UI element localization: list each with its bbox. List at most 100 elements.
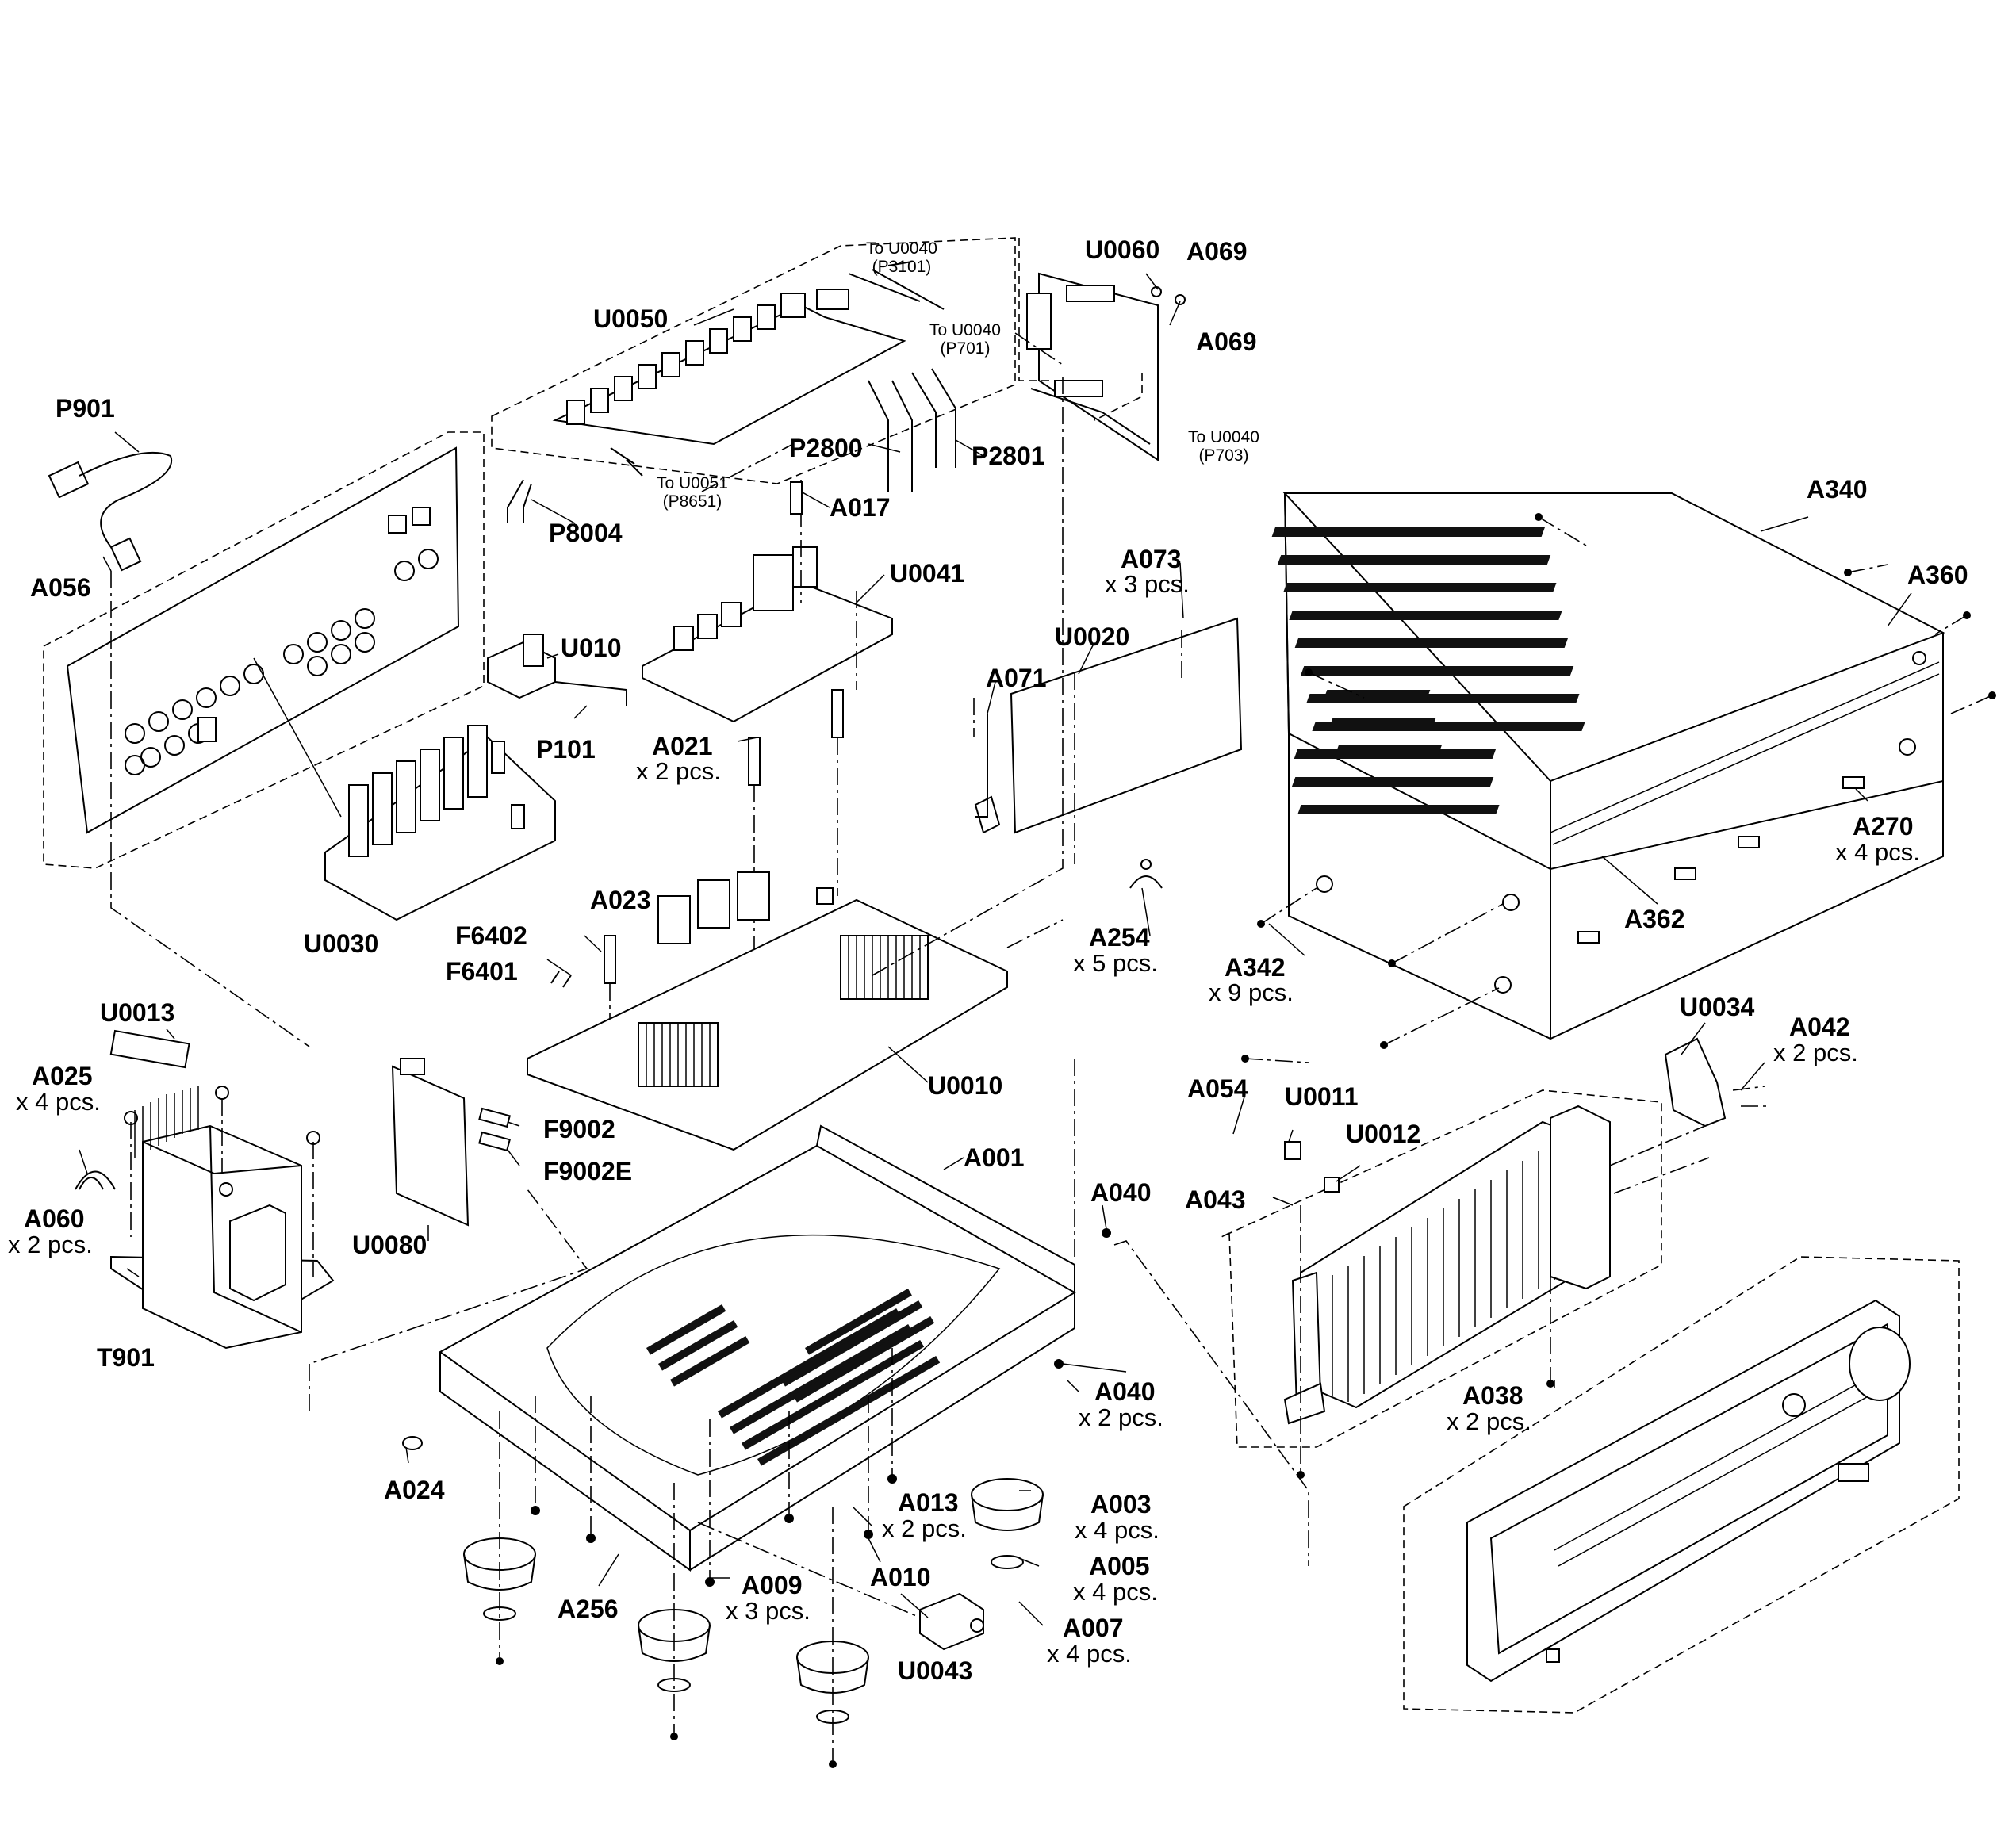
- u0030-jacks: [348, 725, 525, 857]
- cover-vents: [1271, 527, 1585, 814]
- top-cover-a340: [1271, 492, 1945, 1040]
- transformer-fins: [134, 1086, 199, 1158]
- callout-a270-qty: x 4 pcs.: [1835, 838, 1920, 866]
- callout-p2801: P2801: [972, 442, 1045, 470]
- callout-a040-2: A040: [1094, 1377, 1156, 1406]
- callout-a042: A042: [1789, 1013, 1850, 1041]
- note-to-p701: To U0040 (P701): [929, 321, 1001, 358]
- callout-a340: A340: [1807, 475, 1868, 504]
- callout-a001: A001: [964, 1143, 1025, 1172]
- note-line2: (P703): [1198, 446, 1249, 465]
- callout-a073: A073: [1121, 545, 1182, 573]
- rear-panel: [43, 431, 485, 869]
- callout-p901: P901: [56, 394, 115, 423]
- callout-a007: A007: [1063, 1614, 1124, 1642]
- callout-a021: A021: [652, 732, 713, 760]
- board-u0030: [253, 657, 556, 921]
- callout-a013: A013: [898, 1488, 959, 1517]
- note-line2: (P8651): [662, 492, 722, 511]
- callout-u0043: U0043: [898, 1656, 973, 1685]
- guide-lines: [309, 261, 1309, 1566]
- callout-a342-qty: x 9 pcs.: [1209, 978, 1294, 1006]
- callout-u0011: U0011: [1285, 1082, 1359, 1111]
- callout-f9002: F9002: [543, 1115, 615, 1143]
- callout-a010: A010: [870, 1563, 931, 1591]
- chassis-vents: [646, 1289, 941, 1466]
- callout-a060-qty: x 2 pcs.: [8, 1231, 93, 1258]
- callout-a060: A060: [24, 1204, 85, 1233]
- note-line1: To U0051: [657, 474, 728, 492]
- chassis-screws: [402, 1228, 1111, 1768]
- callout-p2800: P2800: [789, 434, 863, 462]
- callout-a040: A040: [1090, 1178, 1152, 1207]
- callout-t901: T901: [97, 1343, 155, 1372]
- callout-a013-qty: x 2 pcs.: [882, 1514, 967, 1542]
- callout-a254-qty: x 5 pcs.: [1073, 949, 1158, 977]
- board-u0010: [527, 871, 1008, 1151]
- callout-a254: A254: [1089, 923, 1150, 952]
- callout-a009-qty: x 3 pcs.: [726, 1597, 811, 1625]
- callout-u0020: U0020: [1055, 622, 1130, 651]
- callout-a038-qty: x 2 pcs.: [1447, 1407, 1531, 1435]
- callout-a005: A005: [1089, 1552, 1150, 1580]
- callout-u0050: U0050: [593, 304, 669, 333]
- callout-p8004: P8004: [549, 519, 623, 547]
- callout-a069-2: A069: [1196, 327, 1257, 356]
- callout-u0013: U0013: [100, 998, 175, 1027]
- board-u0020: [973, 617, 1243, 864]
- callout-a069: A069: [1186, 237, 1248, 266]
- callout-u0080: U0080: [352, 1231, 427, 1259]
- callout-u0010: U0010: [928, 1071, 1003, 1100]
- ribbon-cables: [507, 368, 956, 523]
- u0010-heatsinks: [638, 935, 929, 1087]
- note-line1: To U0040: [1188, 428, 1259, 446]
- leader-lines: [79, 273, 1912, 1626]
- transformer-t901: [79, 1029, 335, 1350]
- callout-u0012: U0012: [1346, 1120, 1421, 1148]
- callout-a024: A024: [384, 1476, 445, 1504]
- note-to-p8651: To U0051 (P8651): [657, 474, 728, 511]
- callout-a040-2-qty: x 2 pcs.: [1079, 1403, 1163, 1431]
- chassis-a001: [402, 1124, 1111, 1768]
- power-cord-p901: [48, 451, 310, 1047]
- u0043-connector: [697, 1522, 984, 1651]
- callout-a270: A270: [1853, 812, 1914, 841]
- callout-a056: A056: [30, 573, 91, 602]
- callout-u0034: U0034: [1680, 993, 1755, 1021]
- callout-p101: P101: [536, 735, 596, 764]
- note-line2: (P3101): [872, 258, 932, 276]
- cover-screws-a342: [1257, 513, 1996, 1049]
- callout-a007-qty: x 4 pcs.: [1047, 1640, 1132, 1668]
- board-u0041: [642, 480, 893, 723]
- board-u0050: [491, 237, 1016, 484]
- front-panel: [1403, 1256, 1960, 1714]
- note-to-p3101: To U0040 (P3101): [866, 239, 937, 276]
- callout-a342: A342: [1225, 953, 1286, 982]
- component-u010: [487, 634, 627, 706]
- heatsink-assembly: [1221, 1037, 1769, 1479]
- callout-a003: A003: [1090, 1490, 1152, 1518]
- callout-u0041: U0041: [890, 559, 965, 588]
- callout-a042-qty: x 2 pcs.: [1773, 1039, 1858, 1066]
- callout-a071: A071: [986, 664, 1047, 692]
- callout-a362: A362: [1624, 905, 1685, 933]
- callout-a256: A256: [558, 1595, 619, 1623]
- cable-ties: [75, 859, 1163, 1190]
- callout-a023: A023: [590, 886, 651, 914]
- callout-u010: U010: [561, 634, 622, 662]
- callout-a003-qty: x 4 pcs.: [1075, 1516, 1159, 1544]
- board-u0060: [1018, 238, 1186, 461]
- callout-a021-qty: x 2 pcs.: [636, 757, 721, 785]
- callout-a360: A360: [1907, 561, 1968, 589]
- callout-u0060: U0060: [1085, 235, 1160, 264]
- callout-a073-qty: x 3 pcs.: [1105, 570, 1190, 598]
- callout-a025: A025: [32, 1062, 93, 1090]
- callout-u0030: U0030: [304, 929, 379, 958]
- note-to-p703: To U0040 (P703): [1188, 428, 1259, 465]
- callout-a009: A009: [742, 1571, 803, 1599]
- callout-a054: A054: [1187, 1074, 1248, 1103]
- note-line1: To U0040: [866, 239, 937, 258]
- callout-a017: A017: [830, 493, 891, 522]
